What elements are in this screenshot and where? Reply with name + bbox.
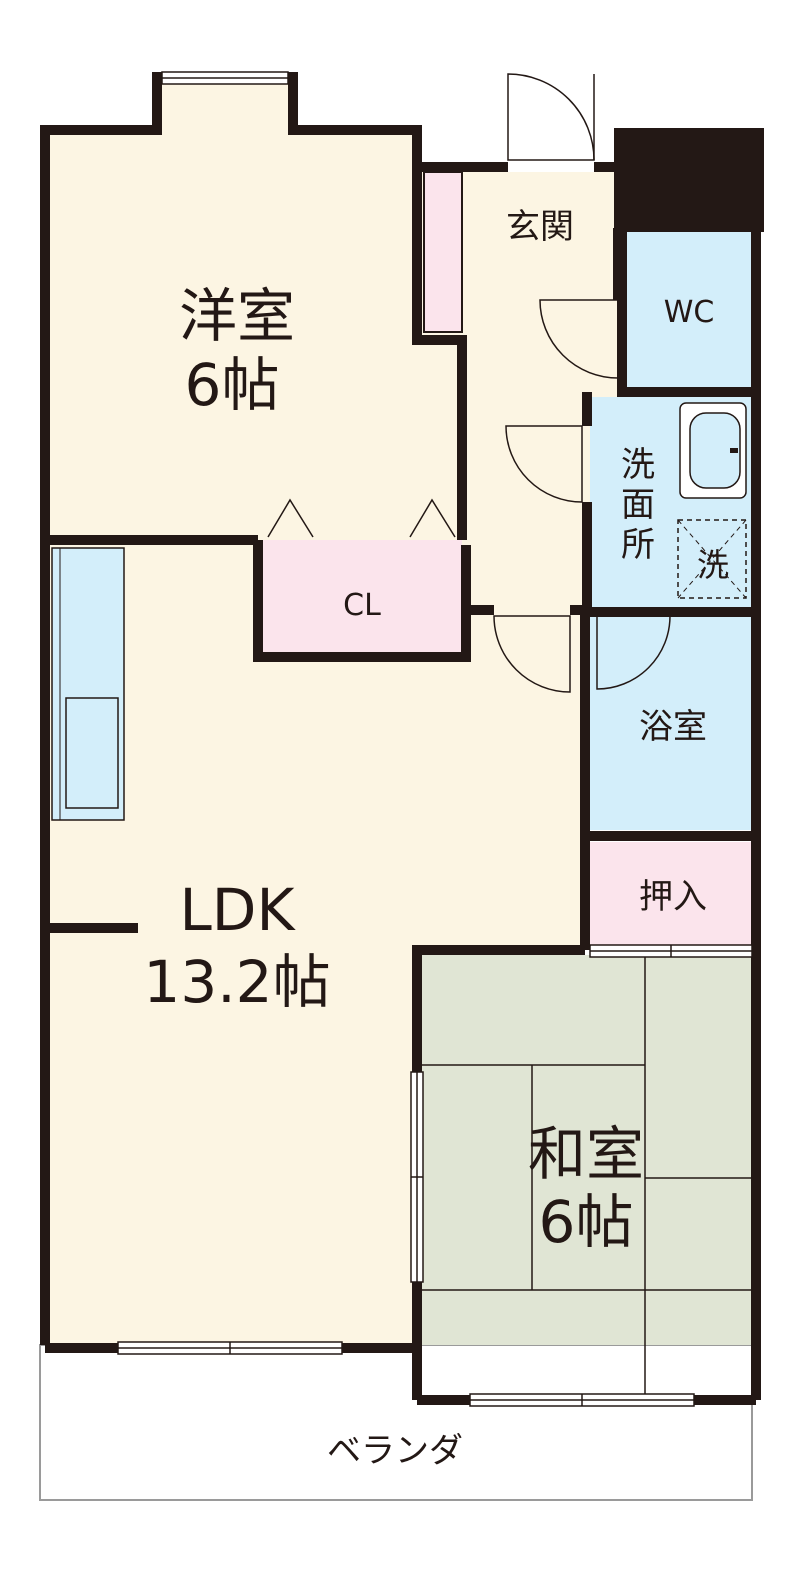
walls [40, 72, 761, 1405]
storage-label: 押入 [639, 877, 707, 917]
closet-floor [262, 540, 462, 655]
japanese-room-size: 6帖 [539, 1188, 634, 1256]
western-room-size: 6帖 [185, 351, 280, 419]
kitchen-counter [51, 547, 125, 821]
western-room-label: 洋室 [179, 282, 295, 350]
veranda-label: ベランダ [327, 1431, 463, 1471]
windows [117, 71, 753, 1407]
veranda-area [39, 1344, 753, 1501]
closet-label: CL [343, 588, 381, 623]
entrance-label: 玄関 [506, 207, 574, 247]
pipe-shaft-side [750, 128, 764, 232]
washroom-label-char-1: 洗 [621, 445, 655, 485]
washroom-label-char-2: 面 [621, 485, 655, 525]
ldk-floor [45, 540, 585, 1345]
pipe-shaft [614, 128, 764, 232]
storage-floor [590, 842, 752, 945]
western-room-floor [45, 77, 462, 540]
bath-label: 浴室 [639, 707, 707, 747]
shoe-cabinet [423, 171, 463, 333]
tatami-mats [422, 955, 752, 1400]
wash-basin-icon [679, 402, 747, 499]
wc-floor [626, 232, 752, 388]
washer-label: 洗 [697, 546, 729, 584]
japanese-room-floor [422, 955, 752, 1345]
washing-machine-space [677, 519, 747, 599]
ldk-size: 13.2帖 [143, 948, 330, 1016]
wc-label: WC [664, 295, 715, 330]
closet-folding-doors [267, 498, 456, 538]
washroom-label-char-3: 所 [621, 525, 655, 565]
door-swings [493, 73, 671, 693]
ldk-label: LDK [179, 876, 296, 944]
japanese-room-label: 和室 [528, 1120, 644, 1188]
